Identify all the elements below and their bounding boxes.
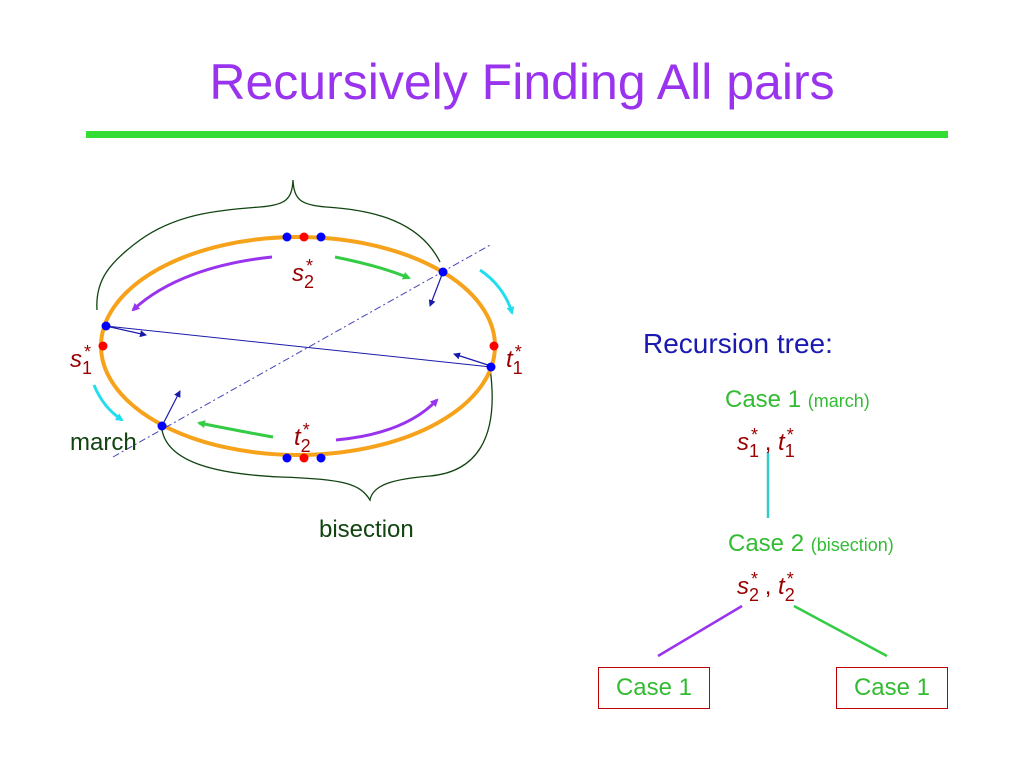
star: * [786, 425, 794, 445]
bisection-label: bisection [319, 516, 414, 543]
normal-arrow [428, 271, 444, 307]
case2-heading: Case 2 (bisection) [728, 530, 894, 559]
slide-title: Recursively Finding All pairs [209, 54, 835, 110]
title-underline [86, 131, 948, 138]
star: * [751, 425, 759, 445]
case1-note: (march) [807, 391, 870, 411]
label-t1-star: t1* [506, 338, 523, 382]
green-arrow-bottom [197, 420, 274, 439]
star: * [786, 569, 794, 589]
normal-arrow [453, 352, 492, 367]
case1-label: Case 1 [725, 386, 802, 413]
star: * [302, 420, 310, 440]
subscript: 1 [749, 441, 760, 461]
label-s2-star: s2* [292, 252, 315, 296]
cyan-arrow-right [479, 268, 515, 315]
normal-arrow [105, 325, 147, 338]
leaf-case1-right: Case 1 [836, 667, 948, 709]
normal-arrow [161, 390, 181, 427]
purple-arrow-top [131, 255, 273, 312]
t-letter: t [778, 429, 785, 456]
leaf-case1-left: Case 1 [598, 667, 710, 709]
blue-dot [316, 453, 326, 463]
red-dot [489, 341, 499, 351]
t-letter: t [294, 424, 301, 451]
subscript: 1 [512, 358, 523, 378]
blue-dot [101, 321, 111, 331]
blue-dot [157, 421, 167, 431]
comma: , [764, 573, 772, 600]
blue-dot [316, 232, 326, 242]
bottom-brace [161, 367, 493, 502]
purple-arrow-bottom [335, 398, 439, 442]
case1-pair: s1* , t1* [737, 421, 795, 465]
blue-dot [282, 453, 292, 463]
subscript: 2 [300, 436, 311, 456]
tree-edge-left [657, 604, 743, 658]
case2-note: (bisection) [810, 535, 894, 555]
case2-pair: s2* , t2* [737, 565, 795, 609]
subscript: 1 [82, 358, 93, 378]
case1-heading: Case 1 (march) [725, 386, 870, 415]
star: * [306, 256, 314, 276]
recursion-tree-heading: Recursion tree: [643, 328, 833, 359]
label-s1-star: s1* [70, 338, 93, 382]
subscript: 2 [304, 272, 315, 292]
cyan-arrow-left [92, 384, 124, 422]
blue-dot [486, 362, 496, 372]
comma: , [764, 429, 772, 456]
s-letter: s [292, 260, 304, 287]
subscript: 1 [784, 441, 795, 461]
case2-label: Case 2 [728, 530, 805, 557]
blue-dot [438, 267, 448, 277]
t-letter: t [506, 346, 513, 373]
t-letter: t [778, 573, 785, 600]
subscript: 2 [749, 585, 760, 605]
label-t2-star: t2* [294, 416, 311, 460]
s-letter: s [70, 346, 82, 373]
star: * [751, 569, 759, 589]
green-arrow-top [334, 255, 411, 280]
s-letter: s [737, 429, 749, 456]
subscript: 2 [784, 585, 795, 605]
march-label: march [70, 429, 137, 456]
tree-edge-right [793, 604, 888, 658]
bisection-line [112, 243, 493, 458]
star: * [514, 342, 522, 362]
top-brace [96, 179, 441, 311]
red-dot [299, 453, 309, 463]
star: * [84, 342, 92, 362]
blue-dot [282, 232, 292, 242]
s-letter: s [737, 573, 749, 600]
chord-line [105, 325, 492, 368]
red-dot [299, 232, 309, 242]
red-dot [98, 341, 108, 351]
